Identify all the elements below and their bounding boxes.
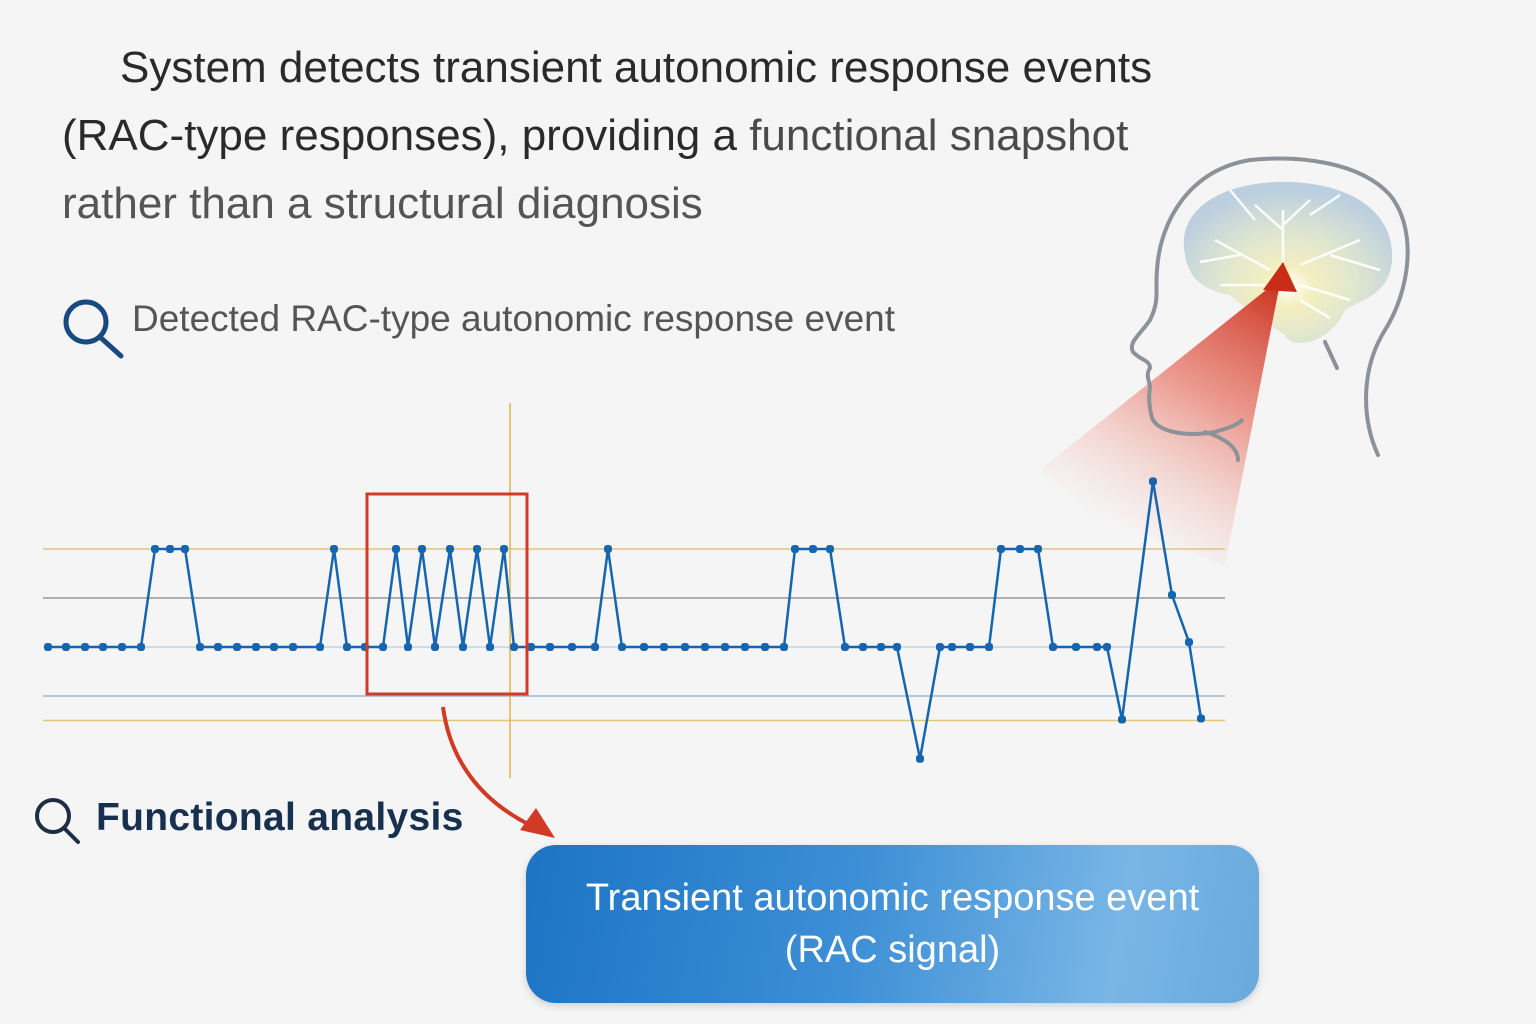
page-title: System detects transient autonomic respo… — [62, 34, 1152, 238]
result-line-2: (RAC signal) — [784, 929, 1001, 971]
signal-point — [81, 643, 89, 651]
signal-point — [948, 643, 956, 651]
signal-point — [780, 643, 788, 651]
signal-point — [966, 643, 974, 651]
signal-point — [392, 545, 400, 553]
signal-point — [431, 643, 439, 651]
signal-point — [151, 545, 159, 553]
signal-point — [166, 545, 174, 553]
signal-point — [761, 643, 769, 651]
signal-point — [985, 643, 993, 651]
result-line-1: Transient autonomic response event — [585, 877, 1200, 919]
signal-point — [289, 643, 297, 651]
signal-point — [859, 643, 867, 651]
signal-point — [343, 643, 351, 651]
signal-point — [1034, 545, 1042, 553]
signal-point — [809, 545, 817, 553]
signal-point — [640, 643, 648, 651]
head-outline — [1129, 156, 1410, 462]
signal-point — [1149, 477, 1157, 486]
highlight-box — [365, 492, 529, 696]
signal-point — [418, 545, 426, 553]
signal-point — [500, 545, 508, 553]
signal-point — [701, 643, 709, 651]
signal-point — [1168, 591, 1176, 600]
signal-point — [404, 643, 412, 651]
signal-point — [1072, 643, 1080, 651]
signal-point — [196, 643, 204, 651]
signal-point — [681, 643, 689, 651]
signal-point — [618, 643, 626, 651]
signal-point — [44, 643, 52, 651]
signal-point — [214, 643, 222, 651]
functional-analysis-label: Functional analysis — [96, 796, 464, 839]
signal-point — [791, 545, 799, 553]
signal-point — [270, 643, 278, 651]
signal-point — [1185, 638, 1193, 647]
signal-point — [1118, 715, 1126, 724]
detected-event-label: Detected RAC-type autonomic response eve… — [132, 298, 896, 339]
signal-point — [997, 545, 1005, 553]
signal-point — [252, 643, 260, 651]
signal-point — [741, 643, 749, 651]
signal-point — [330, 545, 338, 553]
signal-point — [446, 545, 454, 553]
signal-point — [721, 643, 729, 651]
signal-point — [62, 643, 70, 651]
signal-point — [877, 643, 885, 651]
signal-point — [510, 643, 518, 651]
signal-point — [181, 545, 189, 553]
signal-line — [48, 480, 1203, 760]
signal-point — [1093, 643, 1101, 651]
title-line-3: rather than a structural diagnosis — [62, 179, 703, 228]
signal-point — [826, 545, 834, 553]
pointer-arrow — [441, 706, 531, 827]
signal-point — [473, 545, 481, 553]
signal-point — [936, 643, 944, 651]
focus-cone — [1040, 278, 1281, 565]
signal-point — [893, 643, 901, 651]
arrow-head-icon — [520, 808, 555, 838]
brain-icon — [1183, 181, 1393, 343]
signal-point — [1049, 643, 1057, 651]
signal-point — [604, 545, 612, 553]
focus-arrow-icon — [1263, 262, 1297, 292]
signal-point — [568, 643, 576, 651]
signal-point — [379, 643, 387, 651]
signal-point — [118, 643, 126, 651]
signal-point — [137, 643, 145, 651]
signal-point — [916, 754, 924, 763]
signal-point — [99, 643, 107, 651]
signal-point — [591, 643, 599, 651]
signal-point — [233, 643, 241, 651]
signal-point — [660, 643, 668, 651]
signal-point — [527, 643, 535, 651]
signal-point — [841, 643, 849, 651]
title-line-2b: functional snapshot — [749, 111, 1129, 160]
signal-point — [1016, 545, 1024, 553]
signal-point — [459, 643, 467, 651]
signal-point — [546, 643, 554, 651]
signal-point — [1103, 643, 1111, 651]
signal-point — [316, 643, 324, 651]
signal-point — [486, 643, 494, 651]
rac-signal-result-box: Transient autonomic response event (RAC … — [526, 845, 1259, 1003]
signal-point — [1197, 714, 1205, 723]
title-line-2a: (RAC-type responses), providing a — [62, 111, 750, 160]
title-line-1: System detects transient autonomic respo… — [120, 43, 1153, 92]
